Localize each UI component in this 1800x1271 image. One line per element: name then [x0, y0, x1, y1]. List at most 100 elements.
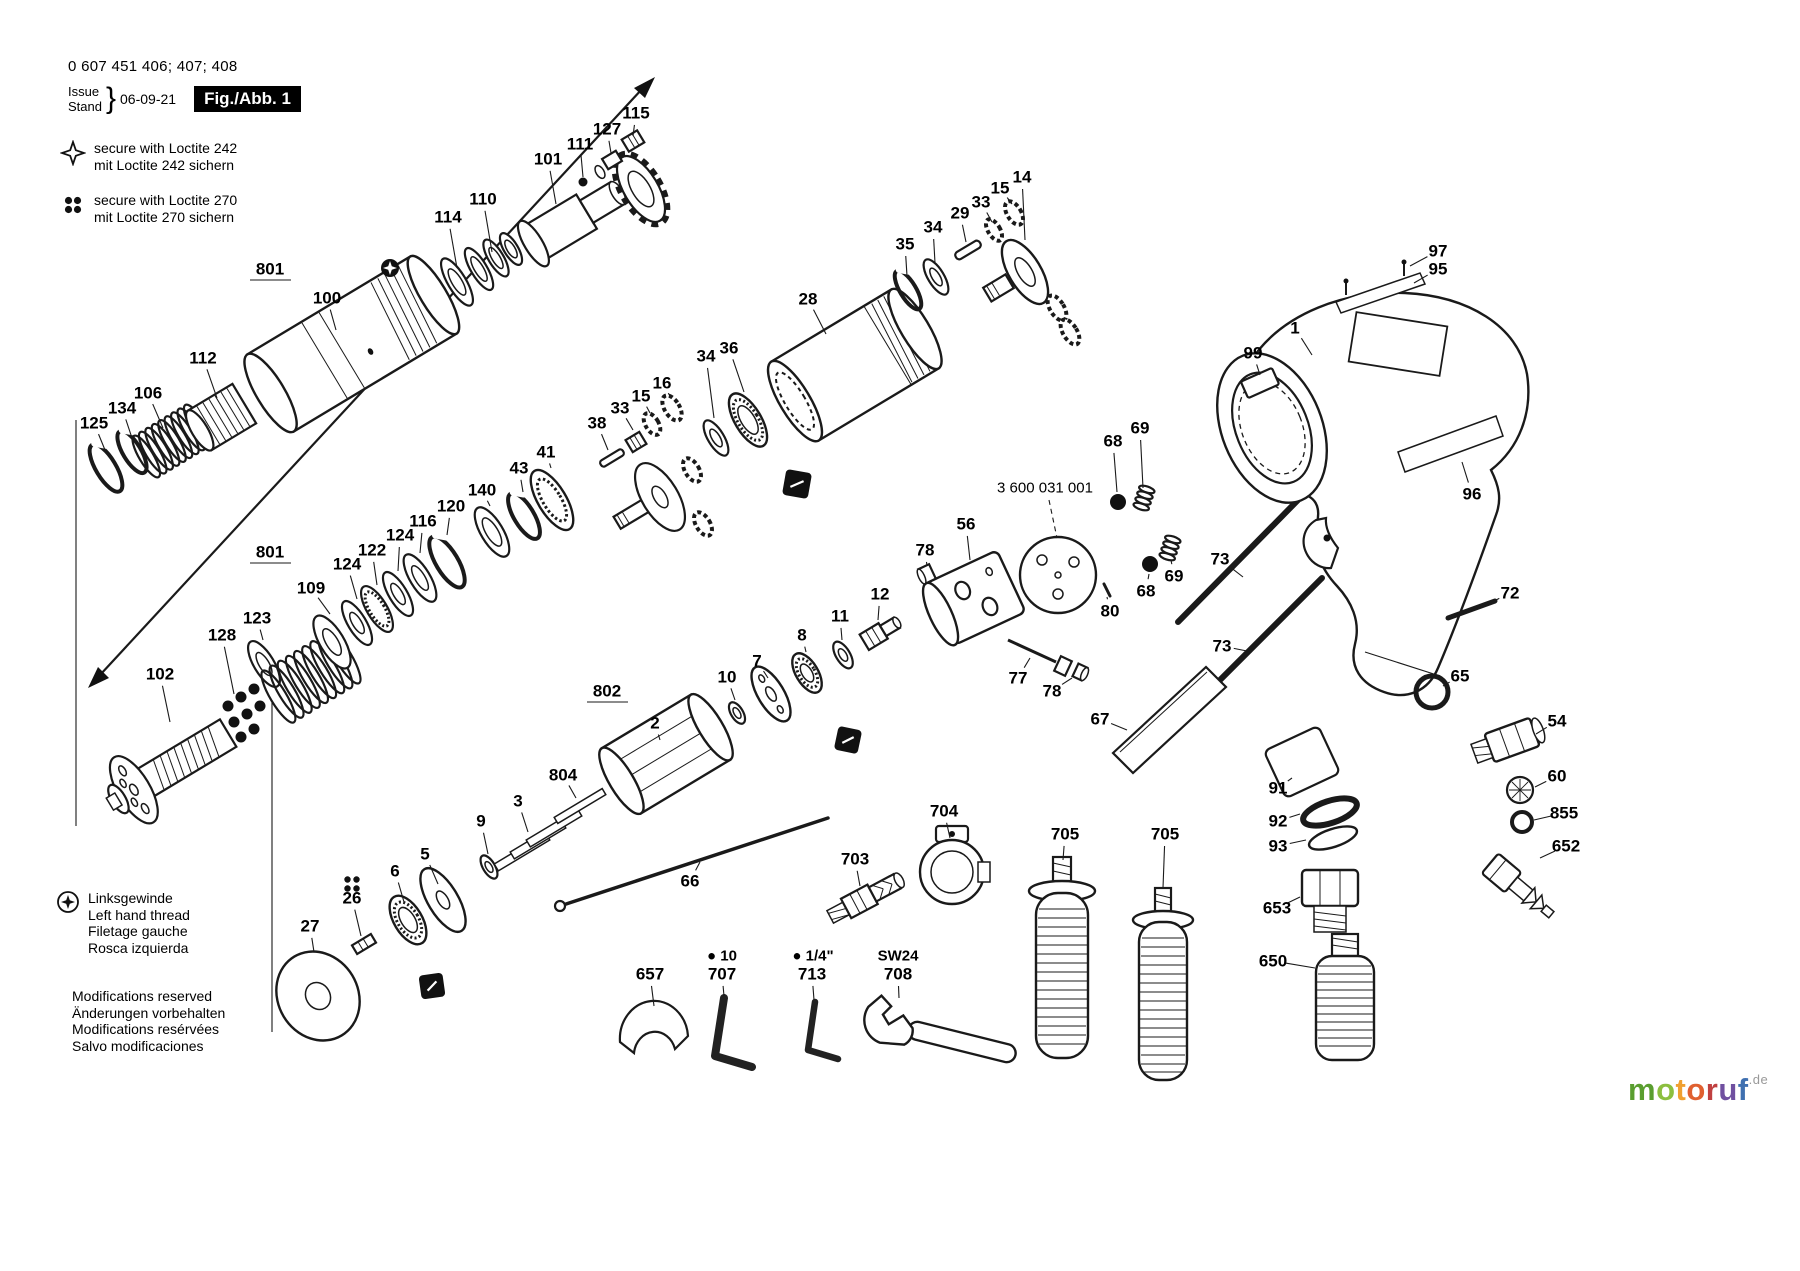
part-66-rod	[553, 816, 830, 913]
part-label-54: 54	[1548, 712, 1567, 731]
part-label-14: 14	[1013, 168, 1032, 187]
part-67-cover	[1111, 665, 1228, 775]
part-11-washer	[832, 640, 854, 670]
part-label-106: 106	[134, 384, 162, 403]
bearing-logo-a	[782, 469, 812, 499]
part-96-sticker	[1397, 415, 1504, 473]
part-label-36: 36	[720, 339, 739, 358]
part-label-124: 124	[333, 555, 362, 574]
part-38-pin	[599, 448, 625, 468]
part-95-plate	[1334, 272, 1427, 314]
part-41-ring-gear	[529, 468, 575, 532]
part-label-95: 95	[1429, 260, 1448, 279]
part-73-rods	[1175, 497, 1325, 701]
part-109-ring	[312, 614, 352, 670]
part-label-116: 116	[409, 512, 436, 531]
part-97-screws	[1343, 259, 1407, 295]
issue-stand-block: Issue Stand } 06-09-21 Fig./Abb. 1	[68, 84, 301, 114]
part-60-screen	[1505, 775, 1535, 805]
part-labels-layer: 1151271111011101148011001121061341252835…	[80, 104, 1580, 1007]
part-100-barrel	[243, 254, 461, 434]
watermark-letter: o	[1656, 1072, 1676, 1107]
part-label-43: 43	[510, 459, 529, 478]
part-78-plug-b	[1071, 662, 1090, 682]
part-label-7: 7	[752, 652, 761, 671]
part-653-hex-fitting	[1300, 868, 1360, 933]
part-65-o-ring	[1413, 673, 1451, 711]
part-77-screw	[1007, 638, 1074, 678]
part-15-gear-b	[1003, 199, 1025, 227]
part-label-6: 6	[390, 862, 399, 881]
part-planet-gear-b	[692, 510, 714, 538]
part-label-2: 2	[650, 714, 659, 733]
watermark-letter: u	[1718, 1072, 1738, 1107]
part-2-rotor	[598, 692, 734, 816]
part-label-72: 72	[1501, 584, 1520, 603]
part-29-pin	[954, 239, 982, 261]
part-650-muffler	[1314, 932, 1376, 1062]
part-91-block	[1264, 726, 1340, 798]
part-140-ring	[473, 506, 511, 558]
part-label-34: 34	[697, 347, 716, 366]
part-label-67: 67	[1091, 710, 1110, 729]
modifications-note: Modifications reserved Änderungen vorbeh…	[72, 988, 225, 1054]
part-label-705: 705	[1151, 825, 1179, 844]
part-label-657: 657	[636, 965, 664, 984]
loctite270-marker	[344, 876, 360, 892]
part-label-26: 26	[343, 889, 362, 908]
part-label-91: 91	[1269, 779, 1288, 798]
mod-line-0: Modifications reserved	[72, 988, 213, 1004]
part-label-122: 122	[358, 541, 386, 560]
part-label-68: 68	[1137, 582, 1156, 601]
part-92-o-ring	[1300, 795, 1360, 829]
part-7-end-plate	[750, 665, 792, 723]
lht-line-3: Rosca izquierda	[88, 939, 189, 956]
part-label-16: 16	[653, 374, 672, 393]
part-planet-gear-a	[681, 456, 703, 484]
part-label-110: 110	[469, 190, 496, 209]
part-111-ball	[578, 177, 588, 187]
part-label-28: 28	[799, 290, 818, 309]
part-label-68: 68	[1104, 432, 1123, 451]
mod-line-2: Modifications resérvées	[72, 1021, 220, 1037]
part-label-97: 97	[1429, 242, 1448, 261]
loctite242-de: mit Loctite 242 sichern	[94, 157, 235, 173]
part-label-705: 705	[1051, 825, 1079, 844]
part-label-1: 1	[1290, 319, 1299, 338]
part-label-111: 111	[567, 135, 594, 154]
watermark-letter: r	[1705, 1072, 1719, 1107]
part-label-69: 69	[1165, 567, 1184, 586]
housing-trigger	[1302, 516, 1340, 570]
part-label-112: 112	[189, 349, 216, 368]
part-label-12: 12	[871, 585, 890, 604]
stand-label: Stand	[68, 99, 102, 114]
part-label-41: 41	[537, 443, 556, 462]
part-label-34: 34	[924, 218, 943, 237]
part-label-123: 123	[243, 609, 271, 628]
part-label-101: 101	[534, 150, 562, 169]
part-26-splined-pin	[350, 932, 378, 956]
part-110-rings	[463, 232, 524, 292]
part-14-planet-b	[1058, 317, 1082, 347]
part-112-knurled-sleeve	[184, 382, 258, 452]
part-label-15: 15	[991, 179, 1010, 198]
part-34-washer	[702, 419, 730, 457]
part-label-713: 713	[798, 965, 826, 984]
part-label-73: 73	[1211, 550, 1230, 569]
lht-line-1: Left hand thread	[88, 906, 190, 923]
watermark-letter: f	[1737, 1072, 1749, 1107]
part-label-15: 15	[632, 387, 651, 406]
part-label-127: 127	[593, 120, 621, 139]
part-134-circlip	[115, 426, 149, 476]
part-label-78: 78	[916, 541, 935, 560]
part-804-vane	[553, 787, 607, 825]
mod-line-3: Salvo modificaciones	[72, 1037, 204, 1054]
part-label-115: 115	[622, 104, 649, 123]
part-114-bearing-ring	[439, 257, 475, 307]
part-label-78: 78	[1043, 682, 1062, 701]
part-label-11: 11	[831, 607, 849, 626]
mod-line-1: Änderungen vorbehalten	[72, 1004, 226, 1021]
part-703-nipple	[825, 872, 905, 925]
part-69-spring-b	[1158, 534, 1182, 562]
